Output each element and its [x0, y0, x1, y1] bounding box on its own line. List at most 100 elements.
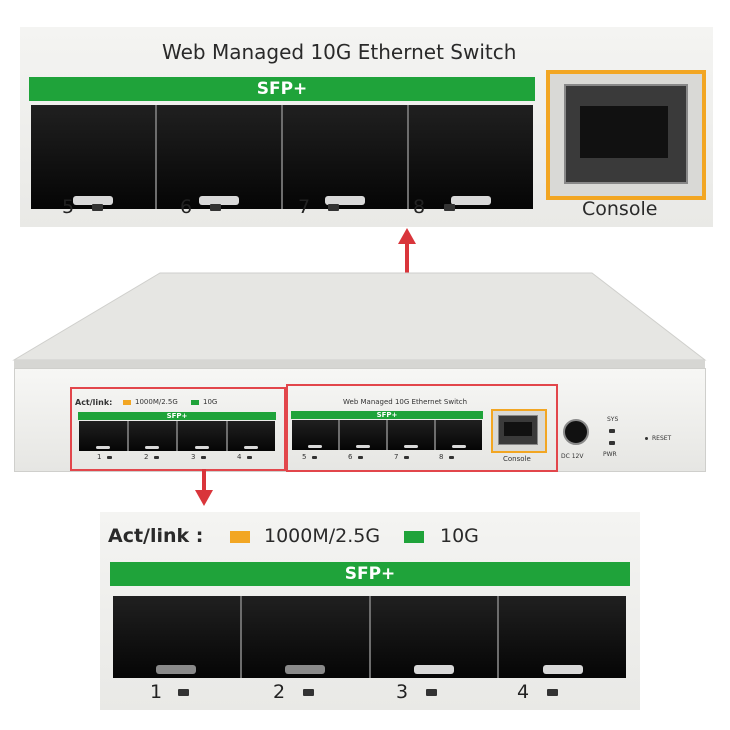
device-sfp-cage-8[interactable]: [436, 420, 482, 450]
device-sfp-cage-6[interactable]: [340, 420, 388, 450]
cage-latch: [356, 445, 370, 448]
sfp-cage-2[interactable]: [241, 596, 371, 678]
cage-latch: [542, 665, 583, 674]
top-zoom-console-port[interactable]: [546, 70, 706, 200]
device-console-label: Console: [503, 455, 531, 463]
cage-latch: [73, 196, 113, 205]
device-port-number-4: 4: [237, 453, 242, 461]
cage-latch: [452, 445, 466, 448]
device-sfp-cage-4[interactable]: [227, 421, 275, 451]
device-sfp-cage-7[interactable]: [388, 420, 436, 450]
device-port-led-1: [107, 456, 112, 459]
device-port-number-8: 8: [439, 453, 444, 461]
bottom-zoom-panel: Act/link : 1000M/2.5G 10G SFP+ 1 2 3 4: [100, 512, 640, 710]
dc-power-jack[interactable]: [563, 419, 589, 445]
device-console-port[interactable]: [491, 409, 547, 453]
sfp-cage-5[interactable]: [31, 105, 157, 209]
port-led-7: [328, 204, 339, 211]
bottom-port-led-3: [426, 689, 437, 696]
bottom-port-led-4: [547, 689, 558, 696]
bottom-legend-1000m-label: 1000M/2.5G: [264, 525, 381, 547]
switch-chassis-top: [12, 272, 707, 369]
device-port-led-4: [247, 456, 252, 459]
port-number-6: 6: [180, 196, 193, 218]
bottom-port-number-4: 4: [517, 681, 530, 703]
bottom-legend-10g-label: 10G: [440, 525, 479, 547]
sys-led: [609, 429, 615, 433]
bottom-port-number-2: 2: [273, 681, 286, 703]
sfp-cage-1[interactable]: [113, 596, 242, 678]
sfp-cage-7[interactable]: [283, 105, 409, 209]
bottom-zoom-sfp-bar: SFP+: [110, 562, 630, 586]
port-led-5: [92, 204, 103, 211]
cage-latch: [199, 196, 239, 205]
rj45-jack: [564, 84, 688, 184]
sfp-cage-3[interactable]: [370, 596, 500, 678]
device-port-number-6: 6: [348, 453, 353, 461]
device-rj45-jack: [498, 415, 538, 445]
device-legend-1000m-label: 1000M/2.5G: [135, 398, 178, 406]
device-port-number-7: 7: [394, 453, 399, 461]
device-sfp-cage-5[interactable]: [292, 420, 340, 450]
device-legend-10g-label: 10G: [203, 398, 218, 406]
top-zoom-console-label: Console: [582, 198, 658, 220]
top-zoom-title: Web Managed 10G Ethernet Switch: [162, 40, 517, 64]
device-legend-orange-swatch: [123, 400, 131, 405]
pwr-led-label: PWR: [603, 451, 617, 458]
zoom-arrow-down-shaft: [202, 469, 206, 491]
sfp-cage-6[interactable]: [157, 105, 283, 209]
device-right-sfp-bar: SFP+: [291, 411, 483, 419]
sfp-cage-4[interactable]: [499, 596, 626, 678]
device-port-number-1: 1: [97, 453, 102, 461]
cage-latch: [404, 445, 418, 448]
device-rj45-opening: [504, 422, 532, 436]
cage-latch: [156, 665, 197, 674]
top-zoom-sfp-bar: SFP+: [29, 77, 535, 101]
reset-label: RESET: [652, 435, 672, 442]
device-port-number-5: 5: [302, 453, 307, 461]
device-left-sfp-bar: SFP+: [78, 412, 276, 420]
device-port-number-3: 3: [191, 453, 196, 461]
bottom-zoom-sfp-cages: [113, 596, 626, 678]
device-sfp-cage-3[interactable]: [178, 421, 228, 451]
device-port-led-5: [312, 456, 317, 459]
device-port-led-7: [404, 456, 409, 459]
bottom-port-led-1: [178, 689, 189, 696]
reset-button[interactable]: [645, 437, 648, 440]
bottom-port-number-1: 1: [150, 681, 163, 703]
bottom-legend-green-swatch: [404, 531, 424, 543]
device-legend-green-swatch: [191, 400, 199, 405]
rj45-opening: [580, 106, 668, 158]
cage-latch: [145, 446, 160, 449]
sfp-cage-8[interactable]: [409, 105, 533, 209]
device-port-led-3: [201, 456, 206, 459]
device-sfp-cage-2[interactable]: [128, 421, 178, 451]
port-led-8: [444, 204, 455, 211]
bottom-port-number-3: 3: [396, 681, 409, 703]
top-zoom-panel: Web Managed 10G Ethernet Switch SFP+ 5 6…: [20, 27, 713, 227]
port-number-8: 8: [413, 196, 426, 218]
zoom-arrow-up-head: [398, 228, 416, 244]
device-right-sfp-cages: [292, 420, 482, 450]
cage-latch: [325, 196, 365, 205]
sys-led-label: SYS: [607, 416, 619, 423]
device-port-led-8: [449, 456, 454, 459]
highlight-left-ports: [70, 387, 286, 471]
port-number-7: 7: [298, 196, 311, 218]
device-sfp-cage-1[interactable]: [79, 421, 129, 451]
device-port-led-2: [154, 456, 159, 459]
bottom-port-led-2: [303, 689, 314, 696]
top-zoom-sfp-cages: [31, 105, 533, 209]
highlight-right-ports: [286, 384, 558, 472]
pwr-led: [609, 441, 615, 445]
cage-latch: [451, 196, 491, 205]
cage-latch: [413, 665, 454, 674]
cage-latch: [95, 446, 110, 449]
cage-latch: [244, 446, 259, 449]
cage-latch: [308, 445, 322, 448]
bottom-legend-orange-swatch: [230, 531, 250, 543]
port-led-6: [210, 204, 221, 211]
bottom-legend-label: Act/link :: [108, 525, 204, 547]
device-left-sfp-cages: [79, 421, 275, 451]
zoom-arrow-down-head: [195, 490, 213, 506]
